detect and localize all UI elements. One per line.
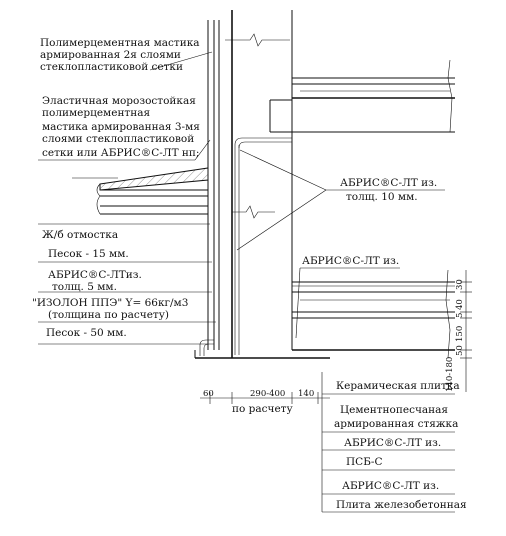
label-abris-5-line2: толщ. 5 мм. bbox=[52, 281, 117, 293]
leaders-right bbox=[236, 149, 455, 513]
dim-bottom-60: 60 bbox=[203, 389, 214, 399]
label-abris-mid: АБРИС®С-ЛТ из. bbox=[302, 255, 399, 267]
label-floor-ceramic: Керамическая плитка bbox=[336, 380, 460, 392]
label-floor-cement-2: армированная стяжка bbox=[334, 418, 458, 430]
dim-bottom-note: по расчету bbox=[232, 403, 293, 415]
dim-bottom-140: 140 bbox=[298, 389, 314, 399]
dim-right-150: 150 bbox=[455, 326, 465, 342]
label-mastic-2-line5: сетки или АБРИС®С-ЛТ нп; bbox=[42, 147, 199, 159]
label-abris-10-line2: толщ. 10 мм. bbox=[346, 191, 418, 203]
blind-area bbox=[72, 167, 209, 215]
label-mastic-1-line3: стеклопластиковой сетки bbox=[40, 61, 183, 73]
dim-right-30: 30 bbox=[455, 279, 465, 290]
label-mastic-2-line3: мастика армированная 3-мя bbox=[42, 121, 200, 133]
dimension-labels: 60 290-400 140 по расчету 30 40 5 150 50… bbox=[203, 279, 465, 415]
footing bbox=[194, 339, 330, 359]
label-floor-abris-2: АБРИС®С-ЛТ из. bbox=[342, 480, 439, 492]
label-abris-10-line1: АБРИС®С-ЛТ из. bbox=[340, 177, 437, 189]
dim-right-5: 5 bbox=[455, 313, 465, 318]
dim-right-40: 40 bbox=[455, 299, 465, 310]
lower-floor bbox=[292, 269, 455, 359]
label-floor-abris-1: АБРИС®С-ЛТ из. bbox=[344, 437, 441, 449]
label-mastic-2-line1: Эластичная морозостойкая bbox=[42, 95, 196, 107]
label-floor-psb: ПСБ-С bbox=[346, 456, 383, 468]
dim-right-140-180: 140-180 bbox=[445, 357, 455, 392]
dim-bottom-290-400: 290-400 bbox=[250, 389, 285, 399]
wall bbox=[207, 10, 293, 358]
label-mastic-1-line1: Полимерцементная мастика bbox=[40, 37, 200, 49]
label-izolon-line1: "ИЗОЛОН ППЭ" Y= 66кг/м3 bbox=[32, 297, 188, 309]
label-floor-slab: Плита железобетонная bbox=[336, 499, 467, 511]
leaders-left bbox=[38, 51, 216, 345]
label-izolon-line2: (толщина по расчету) bbox=[48, 309, 169, 321]
label-mastic-1-line2: армированная 2я слоями bbox=[40, 49, 181, 61]
label-mastic-2-line4: слоями стеклопластиковой bbox=[42, 133, 194, 145]
right-callouts: АБРИС®С-ЛТ из. толщ. 10 мм. АБРИС®С-ЛТ и… bbox=[302, 177, 467, 511]
label-otmostka: Ж/б отмостка bbox=[42, 229, 118, 241]
dimension-lines bbox=[200, 270, 472, 404]
upper-slab bbox=[269, 59, 455, 150]
label-abris-5-line1: АБРИС®С-ЛТиз. bbox=[48, 269, 142, 281]
label-sand-50: Песок - 50 мм. bbox=[46, 327, 127, 339]
label-mastic-2-line2: полимерцементная bbox=[42, 107, 151, 119]
dim-right-50: 50 bbox=[455, 345, 465, 356]
label-floor-cement-1: Цементнопесчаная bbox=[340, 404, 448, 416]
label-sand-15: Песок - 15 мм. bbox=[48, 248, 129, 260]
left-callouts: Полимерцементная мастика армированная 2я… bbox=[32, 37, 200, 339]
